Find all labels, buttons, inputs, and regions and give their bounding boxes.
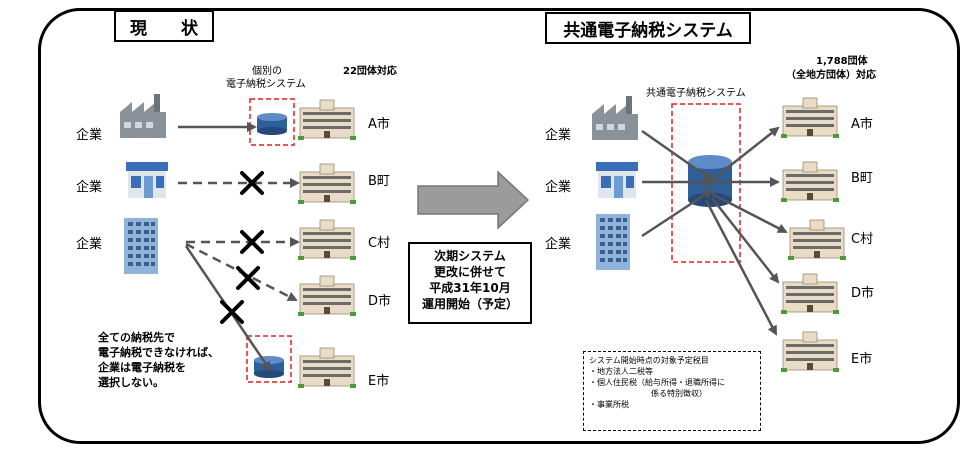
city-hall-icon <box>297 163 357 205</box>
municipality-label: A市 <box>851 117 873 132</box>
transition-arrow <box>417 170 530 230</box>
left-note: 全ての納税先で 電子納税できなければ、 企業は電子納税を 選択しない。 <box>98 331 219 389</box>
count-label: （全地方団体）対応 <box>786 70 876 81</box>
company-label: 企業 <box>545 128 572 143</box>
city-hall-icon <box>780 331 840 373</box>
city-hall-icon <box>297 347 357 389</box>
municipality-label: B町 <box>368 174 390 189</box>
outer-frame <box>38 8 960 444</box>
system-label: 個別の <box>252 66 282 77</box>
city-hall-icon <box>297 219 357 261</box>
city-hall-icon <box>297 99 357 141</box>
company-label: 企業 <box>545 180 572 195</box>
city-hall-icon <box>780 273 840 315</box>
municipality-label: C村 <box>851 232 874 247</box>
right-halls <box>780 97 847 373</box>
office-tower-icon <box>596 214 630 270</box>
common-system-label: 共通電子納税システム <box>646 88 746 99</box>
arrow <box>641 129 714 182</box>
right-title: 共通電子納税システム <box>545 12 751 44</box>
arrow <box>711 197 780 284</box>
arrow <box>711 126 780 181</box>
city-hall-icon <box>297 275 357 317</box>
count-label: 22団体対応 <box>343 66 397 77</box>
company-label: 企業 <box>545 237 572 252</box>
office-tower-icon <box>124 218 158 274</box>
database-icon <box>257 113 287 135</box>
left-halls <box>297 99 357 389</box>
factory-icon <box>120 94 166 138</box>
count-label: 1,788団体 <box>816 56 868 67</box>
system-label: 電子納税システム <box>226 79 306 90</box>
city-hall-icon <box>780 161 840 203</box>
municipality-label: B町 <box>851 171 873 186</box>
cross-icon <box>220 171 264 324</box>
city-hall-icon <box>780 97 840 139</box>
arrow <box>711 192 788 234</box>
municipality-label: D市 <box>368 294 392 309</box>
factory-icon <box>592 96 638 140</box>
municipality-label: A市 <box>368 117 390 132</box>
shop-icon <box>126 162 168 198</box>
city-hall-icon <box>787 219 847 261</box>
system-box <box>246 335 292 383</box>
left-companies <box>120 94 168 274</box>
municipality-label: D市 <box>851 286 875 301</box>
tax-items-box: システム開始時点の対象予定税目 ・地方法人二税等 ・個人住民税（給与所得・退職所… <box>583 351 761 431</box>
arrow <box>641 188 714 238</box>
left-title: 現 状 <box>114 10 214 42</box>
shop-icon <box>596 162 638 198</box>
municipality-label: E市 <box>368 374 390 389</box>
municipality-label: E市 <box>851 352 873 367</box>
company-label: 企業 <box>76 237 103 252</box>
right-companies <box>592 96 638 270</box>
municipality-label: C村 <box>368 236 391 251</box>
company-label: 企業 <box>76 180 103 195</box>
company-label: 企業 <box>76 128 103 143</box>
arrow <box>704 199 778 336</box>
schedule-box: 次期システム 更改に併せて 平成31年10月 運用開始（予定） <box>408 242 532 324</box>
